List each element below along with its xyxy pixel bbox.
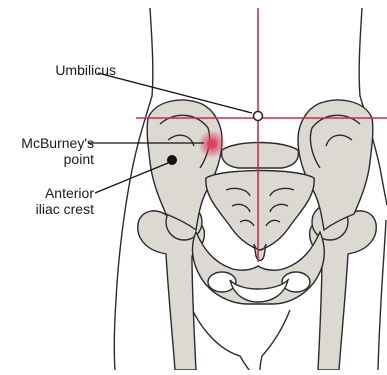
mcburney-point-core <box>207 139 217 149</box>
anterior-iliac-crest-marker <box>167 155 177 165</box>
anterior-text-line2: iliac crest <box>6 201 94 217</box>
umbilicus-marker <box>254 112 263 121</box>
mcburney-text-line1: McBurney's <box>4 135 94 151</box>
anterior-text-line1: Anterior <box>6 185 94 201</box>
mcburney-text-line2: point <box>4 151 94 167</box>
label-umbilicus: Umbilicus <box>14 62 116 78</box>
umbilicus-text: Umbilicus <box>55 62 116 78</box>
left-ilium <box>147 100 222 230</box>
sacrum <box>206 143 314 261</box>
right-femur <box>310 204 377 370</box>
label-anterior-iliac-crest: Anterior iliac crest <box>6 185 94 217</box>
label-mcburney-point: McBurney's point <box>4 135 94 167</box>
